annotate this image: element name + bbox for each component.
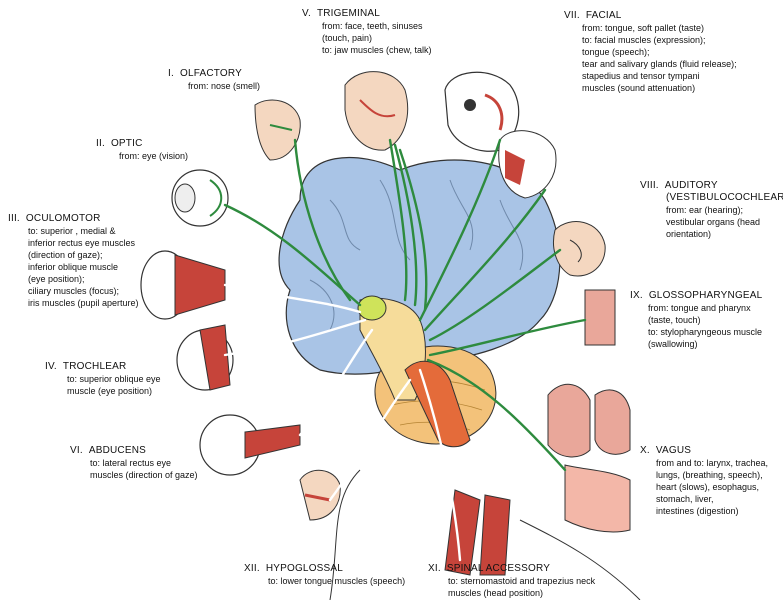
nerve-desc-line: muscles (sound attenuation) [582,83,696,93]
nerve-desc-line: stomach, liver, [656,494,714,504]
nerve-name: VAGUS [655,445,692,456]
eye-abducens [199,414,301,476]
label-abducens: VI. ABDUCENS to: lateral rectus eye muscl… [70,445,198,481]
nerve-desc-line: tear and salivary glands (fluid release)… [582,59,737,69]
label-hypoglossal: XII. HYPOGLOSSAL to: lower tongue muscles… [244,563,405,587]
nerve-desc-line: (touch, pain) [322,33,373,43]
nerve-desc-line: muscle (eye position) [67,386,153,396]
nerve-desc-line: (taste, touch) [648,315,701,325]
face-trigeminal [344,71,409,151]
label-olfactory: I. OLFACTORY from: nose (smell) [168,68,260,92]
nerve-desc-line: muscles (direction of gaze) [90,470,198,480]
pharynx-glossopharyngeal [584,289,616,346]
nerve-fibers [223,138,587,562]
nerve-numeral: V. [302,8,311,19]
nerve-desc-line: to: jaw muscles (chew, talk) [322,45,432,55]
nerve-desc-line: intestines (digestion) [656,506,739,516]
ear-auditory [553,221,606,277]
nerve-desc-line: inferior rectus eye muscles [28,238,136,248]
skull-facial [444,71,520,152]
nerve-name: GLOSSOPHARYNGEAL [648,290,763,301]
nerve-desc-line: muscles (head position) [448,588,544,598]
nerve-desc-line: heart (slows), esophagus, [656,482,760,492]
nerve-desc-line: stapedius and tensor tympani [582,71,700,81]
label-optic: II. OPTIC from: eye (vision) [96,138,188,162]
nerve-desc-line: from: tongue, soft pallet (taste) [582,23,705,33]
eye-optic [171,169,229,227]
nerve-desc-line: (direction of gaze); [28,250,103,260]
nerve-desc-line: from: eye (vision) [119,151,189,161]
optic-chiasm [357,295,387,321]
nerve-numeral: VI. [70,445,83,456]
nerve-desc-line: to: stylopharyngeous muscle [648,327,763,337]
nerve-desc-line: iris muscles (pupil aperture) [28,298,139,308]
nerve-desc-line: from: tongue and pharynx [648,303,751,313]
nerve-name: TROCHLEAR [62,361,127,372]
label-trigeminal: V.TRIGEMINAL from: face, teeth, sinuses … [302,8,432,56]
nerve-desc-line: tongue (speech); [582,47,650,57]
nerve-numeral: I. [168,68,174,79]
label-trochlear: IV. TROCHLEAR to: superior oblique eye mu… [45,361,161,397]
nerve-numeral: IX. [630,290,643,301]
nerve-desc-line: from: ear (hearing); [666,205,744,215]
eye-trochlear [176,324,234,391]
nerve-desc-line: from: nose (smell) [188,81,261,91]
nerve-numeral: III. [8,213,20,224]
nerve-numeral: XII. [244,563,260,574]
nerve-name: HYPOGLOSSAL [265,563,344,574]
nerve-desc-line: (swallowing) [648,339,698,349]
nerve-name: OCULOMOTOR [25,213,101,224]
nerve-desc-line: to: superior oblique eye [67,374,161,384]
cerebrum [278,156,561,375]
organs-vagus [547,383,631,533]
nerve-name: FACIAL [585,10,622,21]
nerve-numeral: II. [96,138,105,149]
nerve-desc-line: to: superior , medial & [28,226,116,236]
sternomastoid [404,360,471,448]
label-oculomotor: III. OCULOMOTOR to: superior , medial & i… [8,213,139,309]
nerve-desc-line: to: sternomastoid and trapezius neck [448,576,596,586]
nerve-desc-line: lungs, (breathing, speech), [656,470,763,480]
label-spinal-accessory: XI. SPINAL ACCESSORY to: sternomastoid an… [428,563,595,599]
nerve-desc-line: (eye position); [28,274,85,284]
nerve-name-secondary: (VESTIBULOCOCHLEAR) [666,192,783,203]
nerve-name: TRIGEMINAL [316,8,381,19]
nerve-desc-line: from: face, teeth, sinuses [322,21,423,31]
nerve-name: ABDUCENS [88,445,146,456]
label-facial: VII. FACIAL from: tongue, soft pallet (ta… [564,10,737,94]
nerve-name: OPTIC [110,138,143,149]
nerve-desc-line: inferior oblique muscle [28,262,119,272]
cerebrum-gyri [309,179,524,331]
eye-oculomotor [140,250,226,320]
nerve-desc-line: from and to: larynx, trachea, [656,458,769,468]
nerve-numeral: VIII. [640,180,659,191]
nerve-desc-line: to: facial muscles (expression); [582,35,706,45]
neck-outline [329,469,641,600]
nerve-name: AUDITORY [664,180,718,191]
nerve-numeral: IV. [45,361,57,372]
nerve-desc-line: orientation) [666,229,712,239]
nerve-numeral: VII. [564,10,580,21]
nerve-name: OLFACTORY [179,68,242,79]
nerve-numeral: X. [640,445,650,456]
nerve-desc-line: to: lateral rectus eye [90,458,172,468]
nerve-desc-line: vestibular organs (head [666,217,761,227]
label-vagus: X. VAGUS from and to: larynx, trachea, lu… [640,445,768,517]
nerve-name: SPINAL ACCESSORY [446,563,551,574]
nose-olfactory [254,99,301,161]
head-facial-muscles [498,130,557,199]
label-glossopharyngeal: IX. GLOSSOPHARYNGEAL from: tongue and pha… [630,290,762,350]
nerve-desc-line: ciliary muscles (focus); [28,286,120,296]
nerve-desc-line: to: lower tongue muscles (speech) [268,576,406,586]
nerve-numeral: XI. [428,563,441,574]
label-auditory: VIII. AUDITORY (VESTIBULOCOCHLEAR) from: … [640,180,783,240]
